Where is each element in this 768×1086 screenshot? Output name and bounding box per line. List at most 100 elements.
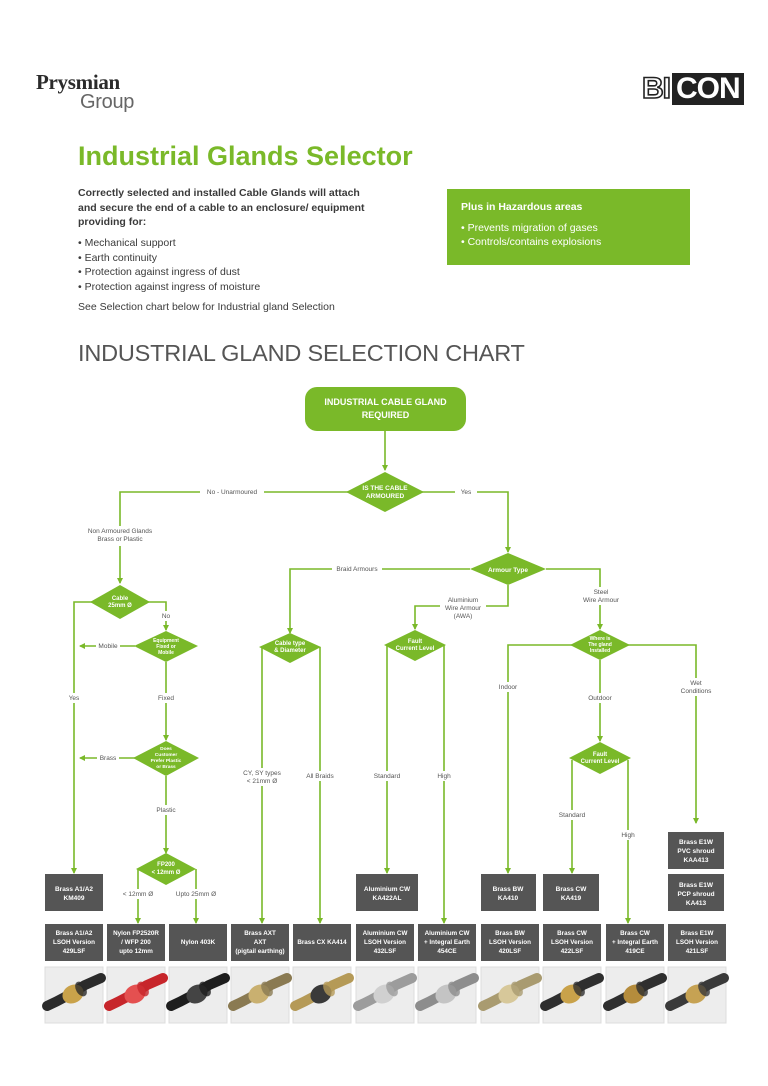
- gland-photos: [42, 966, 729, 1024]
- product-box-label: LSOH Version: [551, 939, 593, 946]
- feature-item: Mechanical support: [78, 236, 260, 251]
- flow-lines: [71, 431, 699, 924]
- box-bw-line1: Brass BW: [493, 886, 525, 893]
- decision-where-line2: The gland: [588, 642, 612, 648]
- label-yes-left: Yes: [69, 695, 80, 702]
- product-box-label: 422LSF: [561, 948, 584, 955]
- label-mobile: Mobile: [98, 643, 118, 650]
- gland-photo: [290, 966, 354, 1024]
- hazardous-title: Plus in Hazardous areas: [461, 201, 583, 213]
- decision-prefer-line4: or Brass: [156, 764, 176, 770]
- product-box-label: Brass BW: [495, 930, 525, 937]
- label-yes: Yes: [461, 489, 472, 496]
- prysmian-logo: Prysmian Group: [36, 70, 135, 113]
- product-box-label: upto 12mm: [119, 948, 153, 955]
- decision-cable-type-line1: Cable type: [275, 641, 306, 647]
- decision-prefer-line3: Prefer Plastic: [151, 758, 182, 764]
- product-box-label: LSOH Version: [364, 939, 406, 946]
- product-box: [169, 924, 227, 961]
- decision-equipment-line2: Fixed or: [156, 644, 176, 650]
- gland-photo: [478, 966, 542, 1024]
- decision-cable-type-line2: & Diameter: [274, 648, 306, 654]
- gland-photo: [353, 966, 417, 1024]
- gland-photo: [42, 966, 106, 1024]
- label-plastic: Plastic: [156, 807, 176, 814]
- product-boxes-row1: Brass A1/A2 KM409 Aluminium CW KA422AL B…: [45, 832, 724, 911]
- box-e1w-pcp-line1: Brass E1W: [679, 882, 714, 889]
- decision-equipment: Equipment Fixed or Mobile: [134, 631, 198, 662]
- prysmian-logo-sub: Group: [80, 91, 135, 113]
- label-standard-swa: Standard: [559, 812, 586, 819]
- decision-armour-type: Armour Type: [470, 553, 546, 585]
- bicon-logo-bi: BI: [641, 72, 672, 106]
- hazardous-item: Prevents migration of gases: [461, 221, 676, 235]
- label-wet-2: Conditions: [681, 688, 712, 695]
- gland-photo: [166, 966, 230, 1024]
- label-non-armoured-1: Non Armoured Glands: [88, 528, 153, 535]
- label-indoor: Indoor: [499, 684, 518, 691]
- product-box: [543, 924, 601, 961]
- product-box-label: LSOH Version: [676, 939, 718, 946]
- box-e1w-pcp-line2: PCP shroud: [677, 891, 714, 898]
- decision-fp200-line2: < 12mm Ø: [152, 870, 181, 876]
- hazardous-list: Prevents migration of gases Controls/con…: [461, 221, 676, 249]
- product-box-label: LSOH Version: [53, 939, 95, 946]
- box-alcw-line2: KA422AL: [373, 895, 402, 902]
- decision-equipment-line3: Mobile: [158, 650, 174, 656]
- product-box-label: Nylon FP2520R: [113, 930, 159, 937]
- gland-photo: [603, 966, 667, 1024]
- feature-item: Protection against ingress of moisture: [78, 280, 261, 295]
- product-box: [481, 924, 539, 961]
- box-bw-line2: KA410: [498, 895, 519, 902]
- label-cy-sy-1: CY, SY types: [243, 770, 281, 777]
- decision-armoured: IS THE CABLE ARMOURED: [346, 472, 424, 512]
- product-box-label: Brass A1/A2: [56, 930, 93, 937]
- product-box-label: Brass CW: [620, 930, 650, 937]
- label-high-swa: High: [621, 832, 635, 839]
- product-box-label: Aluminium CW: [425, 930, 470, 937]
- decision-cable-25mm: Cable 25mm Ø: [90, 585, 150, 619]
- product-box: [45, 924, 103, 961]
- product-box-label: 432LSF: [374, 948, 397, 955]
- decision-fault-awa: Fault Current Level: [384, 630, 446, 661]
- label-fixed: Fixed: [158, 695, 174, 702]
- feature-item: Protection against ingress of dust: [78, 265, 260, 280]
- decision-armour-type-label: Armour Type: [488, 567, 528, 574]
- feature-item: Earth continuity: [78, 251, 260, 266]
- box-a1a2-line2: KM409: [64, 895, 85, 902]
- prysmian-logo-main: Prysmian: [36, 70, 120, 94]
- decision-cable-25mm-line1: Cable: [112, 596, 129, 602]
- label-outdoor: Outdoor: [588, 695, 612, 702]
- label-all-braids: All Braids: [306, 773, 334, 780]
- decision-fault-awa-line2: Current Level: [396, 646, 435, 652]
- product-box-label: 429LSF: [63, 948, 86, 955]
- product-box: [293, 924, 351, 961]
- product-box-label: (pigtail earthing): [235, 948, 284, 955]
- product-box-label: 419CE: [625, 948, 644, 955]
- decision-fp200: FP200 < 12mm Ø: [136, 853, 196, 885]
- product-box: [418, 924, 476, 961]
- label-braid-armours: Braid Armours: [336, 566, 378, 573]
- label-awa-2: Wire Armour: [445, 605, 482, 612]
- product-box-label: Brass CW: [557, 930, 587, 937]
- label-high-awa: High: [437, 773, 451, 780]
- chart-title: INDUSTRIAL GLAND SELECTION CHART: [78, 340, 525, 366]
- box-e1w-pcp-line3: KA413: [686, 900, 707, 907]
- selection-note: See Selection chart below for Industrial…: [78, 301, 335, 313]
- gland-photo: [228, 966, 292, 1024]
- box-cw-line1: Brass CW: [556, 886, 588, 893]
- decision-where-line3: Installed: [590, 648, 610, 654]
- start-node-line2: REQUIRED: [362, 410, 410, 420]
- label-cy-sy-2: < 21mm Ø: [247, 778, 278, 785]
- decision-where-installed: Where is The gland Installed: [570, 630, 630, 660]
- intro-lead: Correctly selected and installed Cable G…: [78, 187, 365, 228]
- label-brass: Brass: [100, 755, 117, 762]
- label-lt12: < 12mm Ø: [123, 891, 154, 898]
- product-box-label: + Integral Earth: [424, 939, 470, 946]
- label-awa-3: (AWA): [454, 613, 473, 620]
- product-box-label: Brass CX KA414: [297, 939, 347, 946]
- label-awa-1: Aluminium: [448, 597, 478, 604]
